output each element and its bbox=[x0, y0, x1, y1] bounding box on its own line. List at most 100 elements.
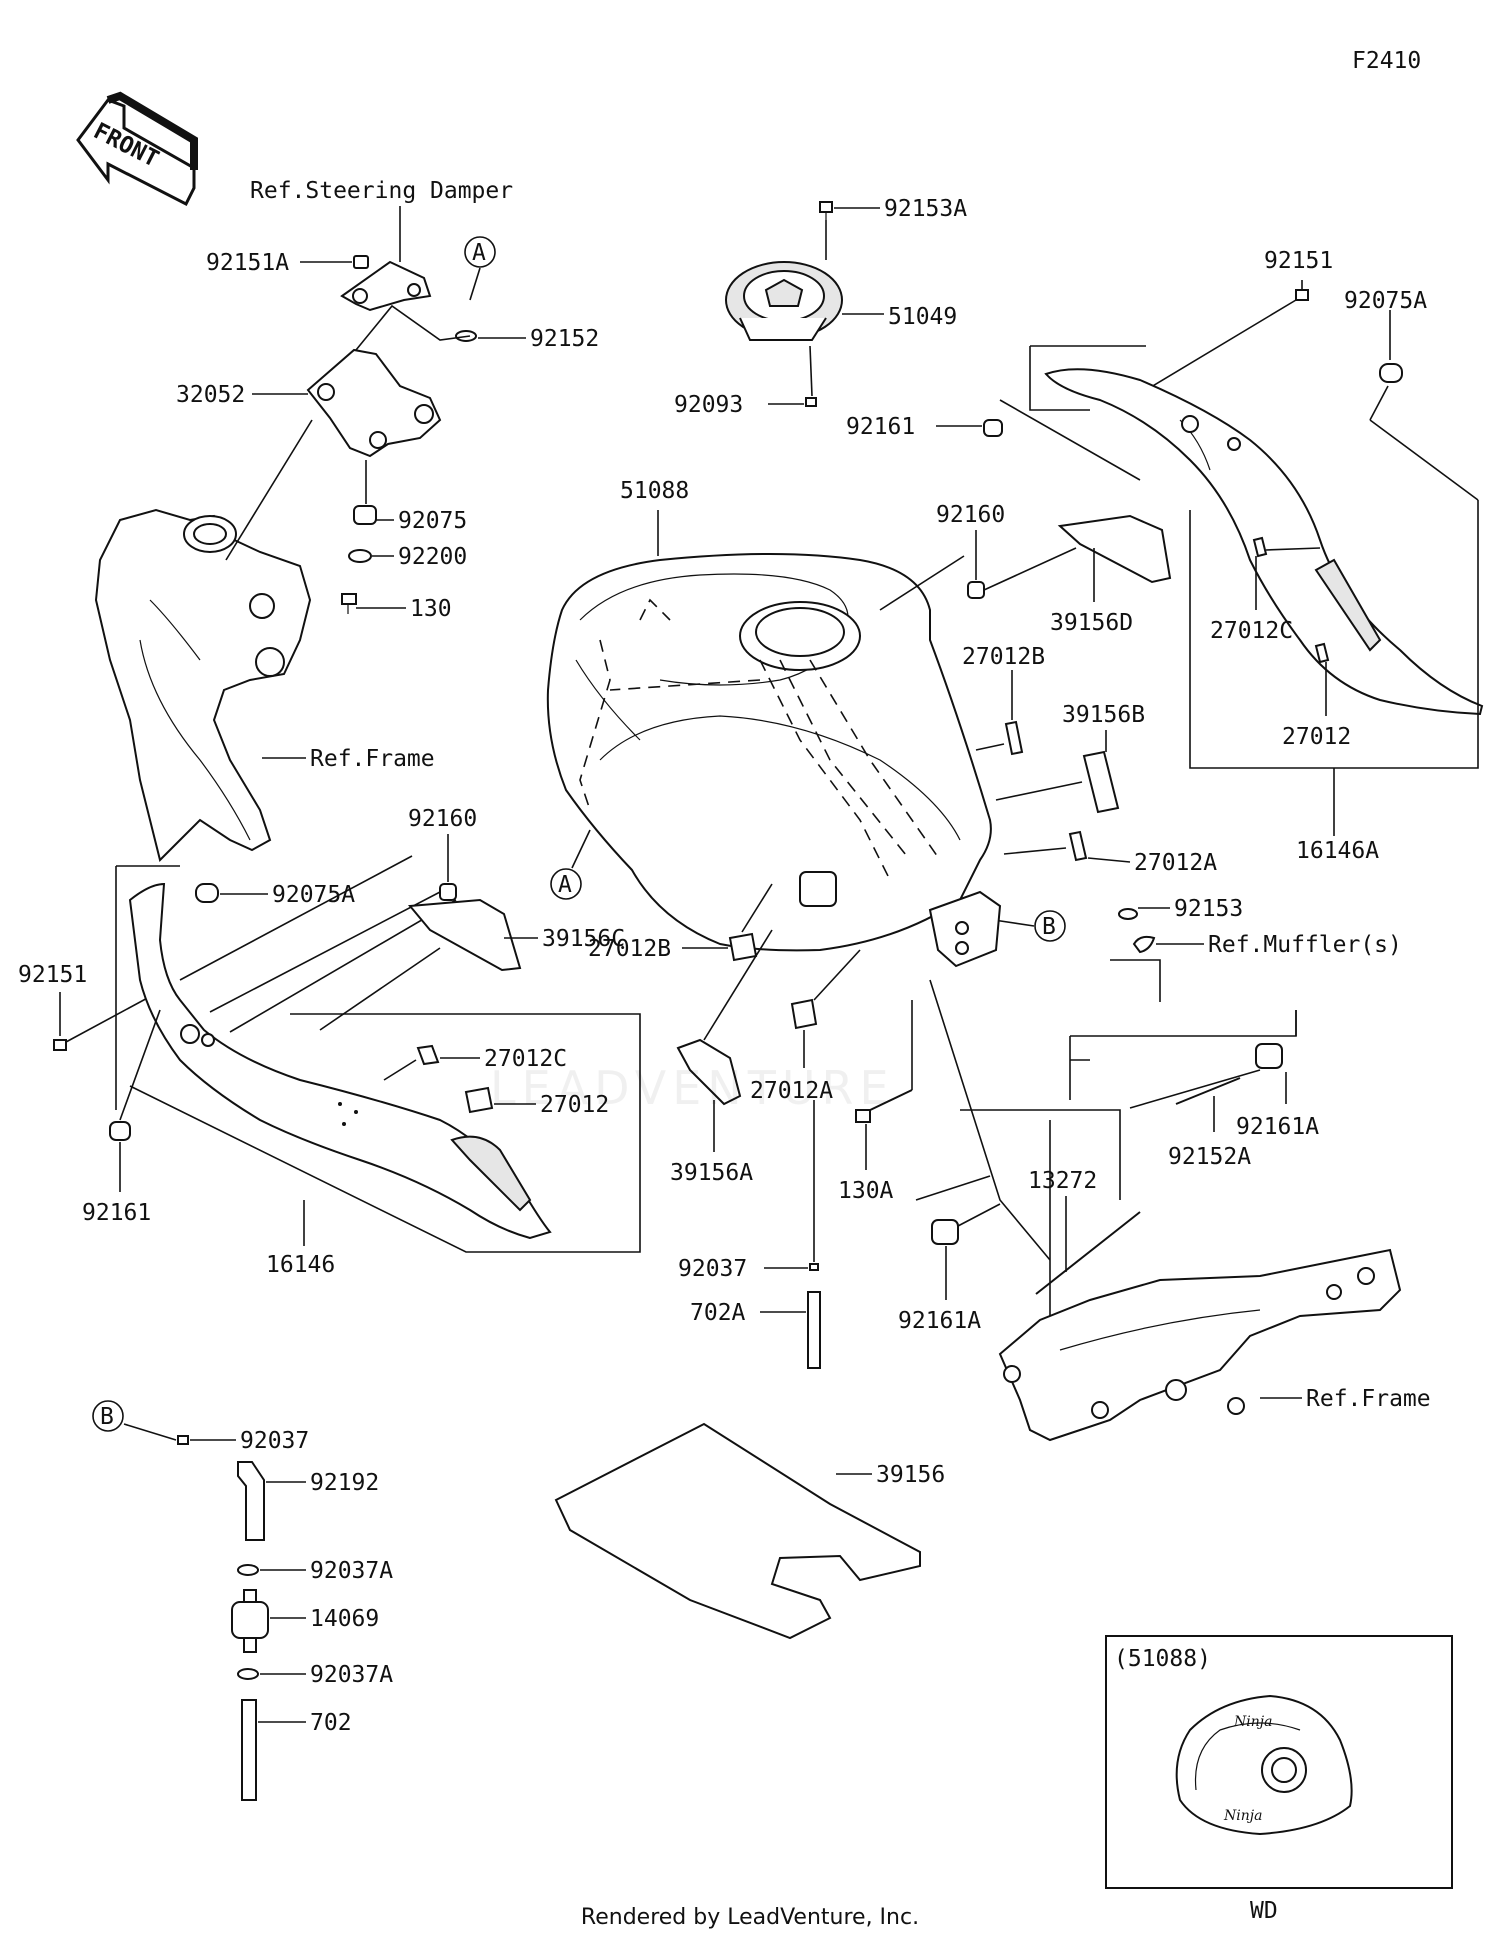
bolt-130a bbox=[855, 1089, 913, 1123]
label-sticker-27012a-right bbox=[1068, 830, 1088, 862]
pad-39156a bbox=[676, 1038, 742, 1106]
label-702: 702 bbox=[310, 1710, 352, 1736]
rear-frame bbox=[998, 1248, 1402, 1442]
svg-text:Ninja: Ninja bbox=[1233, 1714, 1272, 1730]
label-27012a-mid: 27012A bbox=[750, 1078, 833, 1104]
label-sticker-27012c-right bbox=[1252, 536, 1268, 558]
label-92153: 92153 bbox=[1174, 896, 1243, 922]
pad-39156b bbox=[1082, 750, 1120, 814]
side-cover-16146a bbox=[1044, 368, 1484, 716]
ref-frame-left-label: Ref.Frame bbox=[310, 746, 435, 772]
label-92037a-upper: 92037A bbox=[310, 1558, 393, 1584]
label-39156: 39156 bbox=[876, 1462, 945, 1488]
collar-92152a bbox=[1175, 1077, 1241, 1105]
label-92161-right: 92161 bbox=[846, 414, 915, 440]
tank-rear-bracket bbox=[928, 890, 1002, 968]
label-130a: 130A bbox=[838, 1178, 894, 1204]
side-cover-16146 bbox=[128, 882, 552, 1240]
inset-caption: WD bbox=[1250, 1898, 1278, 1924]
ref-frame-right-label: Ref.Frame bbox=[1306, 1386, 1431, 1412]
label-92075a-left: 92075A bbox=[272, 882, 355, 908]
callout-b-right bbox=[1034, 910, 1066, 942]
filter-14069 bbox=[231, 1589, 269, 1653]
clip-92037 bbox=[809, 1263, 819, 1271]
label-sticker-27012b-mid bbox=[728, 932, 758, 962]
washer-92200 bbox=[348, 549, 372, 563]
clamp-92037a-lower bbox=[237, 1668, 259, 1680]
label-16146: 16146 bbox=[266, 1252, 335, 1278]
grommet-92160-right bbox=[967, 581, 985, 599]
label-27012c-left: 27012C bbox=[484, 1046, 567, 1072]
label-92075: 92075 bbox=[398, 508, 467, 534]
label-27012b-mid: 27012B bbox=[588, 936, 671, 962]
label-92151a: 92151A bbox=[206, 250, 289, 276]
label-13272: 13272 bbox=[1028, 1168, 1097, 1194]
label-14069: 14069 bbox=[310, 1606, 379, 1632]
front-frame bbox=[94, 508, 312, 862]
figure-code: F2410 bbox=[1352, 48, 1421, 74]
label-27012b-right: 27012B bbox=[962, 644, 1045, 670]
label-39156c: 39156C bbox=[542, 926, 625, 952]
label-92151-left: 92151 bbox=[18, 962, 87, 988]
muffler-clip bbox=[1132, 935, 1156, 954]
label-39156b: 39156B bbox=[1062, 702, 1145, 728]
label-sticker-27012a-mid bbox=[790, 998, 818, 1030]
label-27012c-right: 27012C bbox=[1210, 618, 1293, 644]
label-92192: 92192 bbox=[310, 1470, 379, 1496]
callout-a-bottom-letter: A bbox=[558, 872, 572, 898]
label-92160-right: 92160 bbox=[936, 502, 1005, 528]
inset-tank-variant: Ninja Ninja bbox=[1175, 1694, 1353, 1836]
label-92161a-right: 92161A bbox=[1236, 1114, 1319, 1140]
hose-92192 bbox=[237, 1461, 265, 1541]
ref-mufflers-label: Ref.Muffler(s) bbox=[1208, 932, 1402, 958]
label-130: 130 bbox=[410, 596, 452, 622]
fuel-tank-51088 bbox=[546, 553, 992, 952]
label-92161-left: 92161 bbox=[82, 1200, 151, 1226]
label-27012-right: 27012 bbox=[1282, 724, 1351, 750]
pad-39156c bbox=[408, 898, 522, 972]
bolt-92151-right bbox=[1295, 289, 1309, 301]
label-sticker-27012-right bbox=[1314, 642, 1330, 664]
bolt-92153 bbox=[1118, 908, 1138, 920]
grommet-92075 bbox=[353, 505, 377, 525]
label-92151: 92151 bbox=[1264, 248, 1333, 274]
callout-a-top bbox=[464, 236, 496, 268]
grommet-92075a-left bbox=[195, 883, 219, 903]
inset-title: (51088) bbox=[1114, 1646, 1211, 1672]
label-702a: 702A bbox=[690, 1300, 746, 1326]
label-92200: 92200 bbox=[398, 544, 467, 570]
grommet-92160-left bbox=[439, 883, 457, 901]
pad-39156 bbox=[554, 1422, 921, 1640]
bolt-92153a bbox=[819, 201, 833, 220]
grommet-92075a-right bbox=[1379, 363, 1403, 383]
label-sticker-27012c-left bbox=[416, 1044, 440, 1066]
label-39156d: 39156D bbox=[1050, 610, 1133, 636]
fuel-cap-51049 bbox=[725, 261, 843, 341]
front-arrow-icon: FRONT bbox=[76, 91, 198, 207]
plate-13272 bbox=[1035, 1211, 1141, 1295]
label-27012a-right: 27012A bbox=[1134, 850, 1217, 876]
svg-text:Ninja: Ninja bbox=[1223, 1808, 1262, 1824]
rubber-92161a-left bbox=[931, 1219, 959, 1245]
label-32052: 32052 bbox=[176, 382, 245, 408]
label-92160-left: 92160 bbox=[408, 806, 477, 832]
label-51049: 51049 bbox=[888, 304, 957, 330]
label-92152a: 92152A bbox=[1168, 1144, 1251, 1170]
label-92152: 92152 bbox=[530, 326, 599, 352]
label-16146a: 16146A bbox=[1296, 838, 1379, 864]
label-92093: 92093 bbox=[674, 392, 743, 418]
callout-b-right-letter: B bbox=[1042, 914, 1056, 940]
label-51088: 51088 bbox=[620, 478, 689, 504]
pad-39156d bbox=[1057, 514, 1172, 584]
bracket-32052 bbox=[306, 348, 442, 458]
steering-damper-bracket bbox=[340, 260, 432, 312]
ref-steering-damper-label: Ref.Steering Damper bbox=[250, 178, 513, 204]
callout-b-bottom bbox=[92, 1400, 124, 1432]
bolt-92151a bbox=[353, 255, 369, 269]
label-92037-b: 92037 bbox=[240, 1428, 309, 1454]
callout-a-bottom bbox=[550, 868, 582, 900]
clamp-92037a-upper bbox=[237, 1564, 259, 1576]
label-27012-left: 27012 bbox=[540, 1092, 609, 1118]
label-sticker-27012b-right bbox=[1004, 720, 1024, 756]
